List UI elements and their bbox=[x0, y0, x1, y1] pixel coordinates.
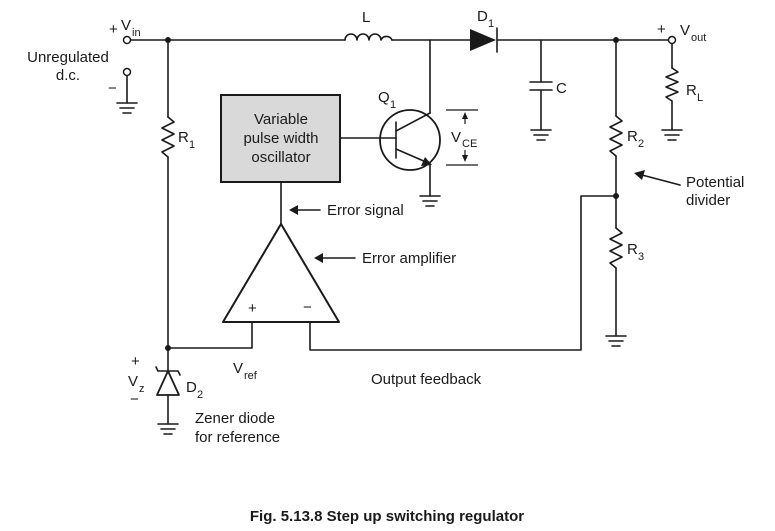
r2-subscript: 2 bbox=[638, 138, 644, 150]
output-feedback-label: Output feedback bbox=[371, 371, 482, 388]
error-signal-label: Error signal bbox=[327, 202, 404, 219]
vin-terminal bbox=[116, 35, 138, 114]
vref-wire bbox=[167, 321, 253, 349]
r1-subscript: 1 bbox=[189, 139, 195, 151]
oscillator-label-line2: pulse width bbox=[243, 130, 318, 147]
input-minus-sign: − bbox=[108, 80, 117, 97]
diode-d1-label: D bbox=[477, 8, 488, 25]
potential-divider-label-line2: divider bbox=[686, 192, 730, 209]
inductor-symbol bbox=[344, 33, 393, 41]
capacitor-symbol bbox=[529, 39, 553, 141]
r3-label: R bbox=[627, 241, 638, 258]
error-amplifier-triangle bbox=[222, 223, 340, 323]
rl-subscript: L bbox=[697, 92, 703, 104]
vce-marker bbox=[446, 109, 478, 166]
unregulated-label-line2: d.c. bbox=[56, 67, 80, 84]
vce-label: V bbox=[451, 129, 461, 146]
figure-caption: Fig. 5.13.8 Step up switching regulator bbox=[250, 508, 524, 525]
zener-label-line1: Zener diode bbox=[195, 410, 275, 427]
vin-label: V bbox=[121, 17, 131, 34]
d2-label: D bbox=[186, 379, 197, 396]
oscillator-label-line3: oscillator bbox=[251, 149, 310, 166]
potential-divider-label-line1: Potential bbox=[686, 174, 744, 191]
diode-d1-subscript: 1 bbox=[488, 18, 494, 30]
zener-diode-symbol bbox=[155, 347, 181, 435]
resistor-r1-symbol bbox=[161, 39, 175, 349]
vout-plus-sign: + bbox=[657, 21, 666, 38]
vin-plus-sign: + bbox=[109, 21, 118, 38]
vref-label: V bbox=[233, 360, 243, 377]
vz-plus-sign: + bbox=[131, 353, 140, 370]
error-amplifier-arrow bbox=[314, 253, 356, 263]
oscillator-box bbox=[220, 94, 341, 183]
resistor-rl-symbol bbox=[661, 43, 683, 141]
vout-terminal bbox=[667, 35, 677, 45]
vout-subscript: out bbox=[691, 32, 706, 44]
potential-divider-symbol bbox=[605, 39, 627, 347]
error-amplifier-label: Error amplifier bbox=[362, 250, 456, 267]
q1-subscript: 1 bbox=[390, 99, 396, 111]
unregulated-label-line1: Unregulated bbox=[27, 49, 109, 66]
error-signal-arrow bbox=[289, 205, 321, 215]
r2-label: R bbox=[627, 128, 638, 145]
amp-noninverting-sign: + bbox=[248, 300, 257, 317]
vz-subscript: z bbox=[139, 383, 145, 395]
oscillator-label-line1: Variable bbox=[254, 111, 308, 128]
capacitor-label: C bbox=[556, 80, 567, 97]
r3-subscript: 3 bbox=[638, 251, 644, 263]
transistor-q1-symbol bbox=[379, 109, 441, 207]
q1-label: Q bbox=[378, 89, 390, 106]
vce-subscript: CE bbox=[462, 138, 477, 150]
vref-subscript: ref bbox=[244, 370, 258, 382]
zener-label-line2: for reference bbox=[195, 429, 280, 446]
output-feedback-wire bbox=[309, 195, 617, 351]
vout-label: V bbox=[680, 22, 690, 39]
rl-label: R bbox=[686, 82, 697, 99]
potential-divider-arrow bbox=[634, 170, 681, 186]
vz-minus-sign: − bbox=[130, 391, 139, 408]
diode-d1-symbol bbox=[470, 27, 498, 53]
vz-label: V bbox=[128, 373, 138, 390]
d2-subscript: 2 bbox=[197, 389, 203, 401]
vin-subscript: in bbox=[132, 27, 141, 39]
amp-inverting-sign: − bbox=[303, 299, 312, 316]
inductor-label: L bbox=[362, 9, 370, 26]
r1-label: R bbox=[178, 129, 189, 146]
ground-symbol-input bbox=[116, 102, 138, 114]
